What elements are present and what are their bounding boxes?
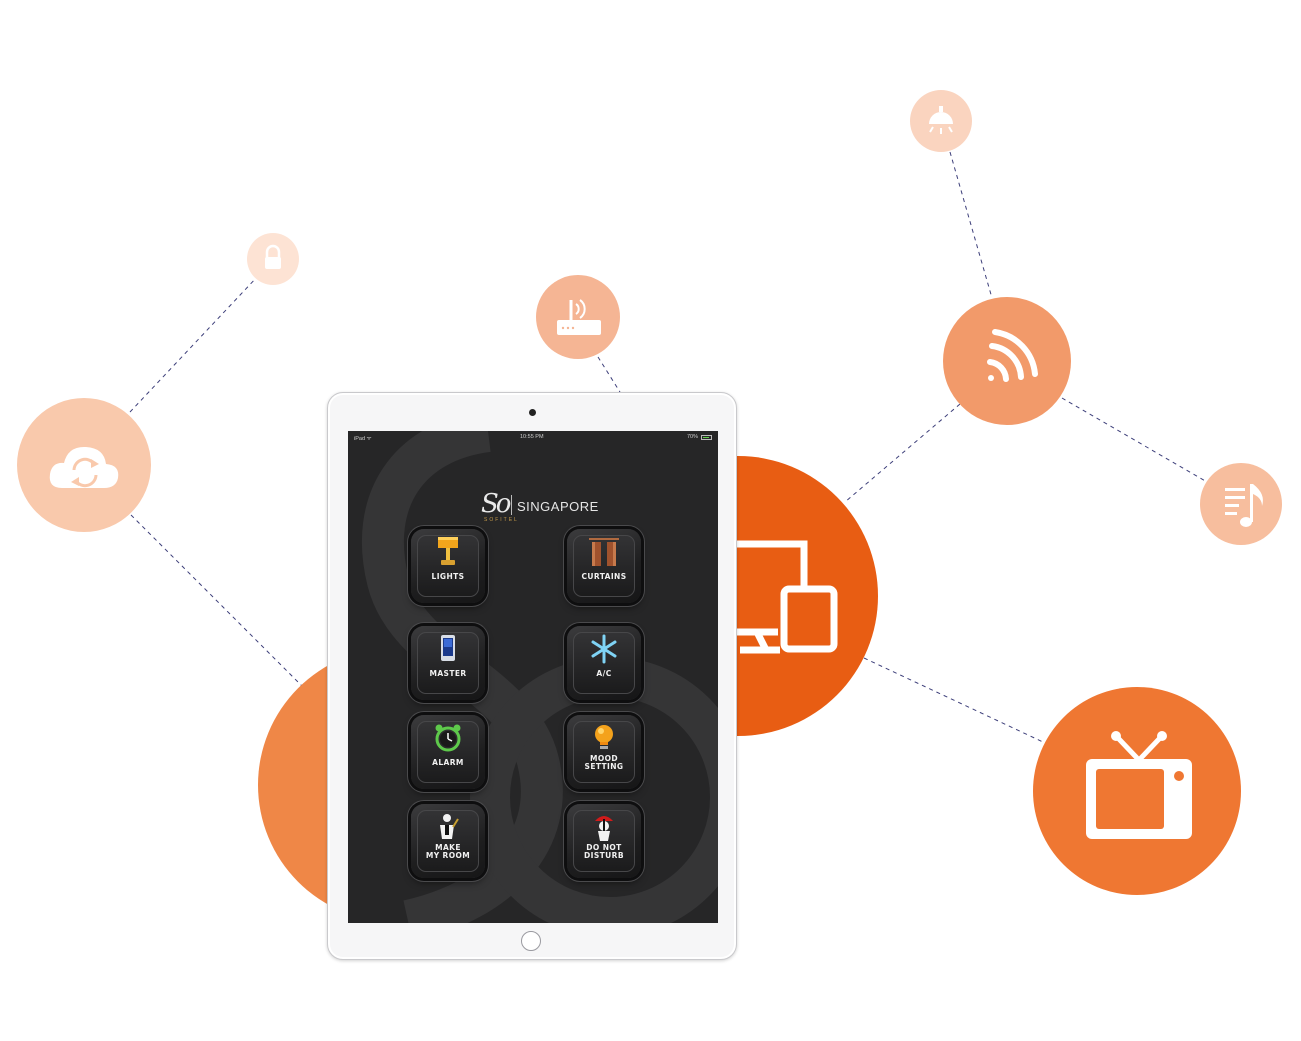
tile-label: MAKE MY ROOM [425, 843, 471, 860]
alarm-button[interactable]: ALARM [411, 715, 485, 789]
lock-icon [265, 244, 281, 269]
lights-button[interactable]: LIGHTS [411, 529, 485, 603]
status-time: 10:55 PM [520, 434, 544, 440]
butler-icon [440, 814, 459, 839]
do-not-disturb-button[interactable]: DO NOT DISTURB [567, 804, 641, 878]
ceiling-light-node[interactable] [910, 90, 972, 152]
brand-city: SINGAPORE [517, 499, 599, 514]
television-icon [1086, 731, 1192, 839]
cloud-sync-node[interactable] [17, 398, 151, 532]
connector-ceiling-wireless [949, 151, 993, 299]
tile-label: MOOD SETTING [584, 754, 624, 771]
curtains-icon [589, 538, 619, 566]
mood-setting-button[interactable]: MOOD SETTING [567, 715, 641, 789]
connector-cloud-left [130, 514, 303, 687]
lock-node[interactable] [247, 233, 299, 285]
wifi-router-icon [557, 299, 601, 335]
status-battery-text: 70% [686, 434, 698, 440]
desktop-tablet-icon [736, 540, 838, 654]
cloud-sync-icon [49, 446, 119, 488]
ipad-device: iPad ᯤ 10:55 PM 70% So SINGAPORE SOFITEL… [327, 392, 737, 960]
tile-label: ALARM [432, 758, 464, 767]
lamp-icon [438, 537, 458, 565]
ac-button[interactable]: A/C [567, 626, 641, 700]
wireless-node[interactable] [943, 297, 1071, 425]
alarm-clock-icon [435, 724, 461, 752]
brand-mark: So [481, 489, 512, 519]
tile-label: CURTAINS [581, 572, 627, 581]
battery-icon [701, 434, 712, 440]
status-right: 70% [687, 434, 712, 440]
status-carrier: iPad ᯤ [354, 436, 372, 442]
music-node[interactable] [1200, 463, 1282, 545]
master-button[interactable]: MASTER [411, 626, 485, 700]
ceiling-lamp-icon [929, 106, 953, 134]
tile-label: MASTER [429, 669, 467, 678]
sofitel-logo: So SINGAPORE SOFITEL [481, 489, 601, 525]
make-my-room-button[interactable]: MAKE MY ROOM [411, 804, 485, 878]
connector-wireless-devices [844, 403, 961, 503]
snowflake-icon [591, 634, 617, 664]
connector-router-ipad [597, 356, 621, 393]
connector-wireless-music [1061, 397, 1208, 483]
brand-separator [511, 495, 512, 515]
shush-icon [595, 816, 613, 841]
lightbulb-icon [595, 725, 613, 749]
brand-sub: SOFITEL [484, 517, 519, 523]
wireless-signal-icon [987, 329, 1038, 382]
connector-devices-tv [863, 657, 1044, 743]
ipad-screen: iPad ᯤ 10:55 PM 70% So SINGAPORE SOFITEL… [348, 431, 718, 923]
connector-lines [129, 151, 1208, 743]
music-playlist-icon [1225, 484, 1263, 527]
home-button[interactable] [521, 931, 541, 951]
tv-node[interactable] [1033, 687, 1241, 895]
tile-label: DO NOT DISTURB [584, 843, 624, 860]
phone-switch-icon [441, 635, 455, 661]
tile-label: LIGHTS [431, 572, 465, 581]
connector-cloud-lock [129, 275, 259, 413]
tile-label: A/C [596, 669, 612, 678]
front-camera [529, 409, 536, 416]
router-node[interactable] [536, 275, 620, 359]
curtains-button[interactable]: CURTAINS [567, 529, 641, 603]
